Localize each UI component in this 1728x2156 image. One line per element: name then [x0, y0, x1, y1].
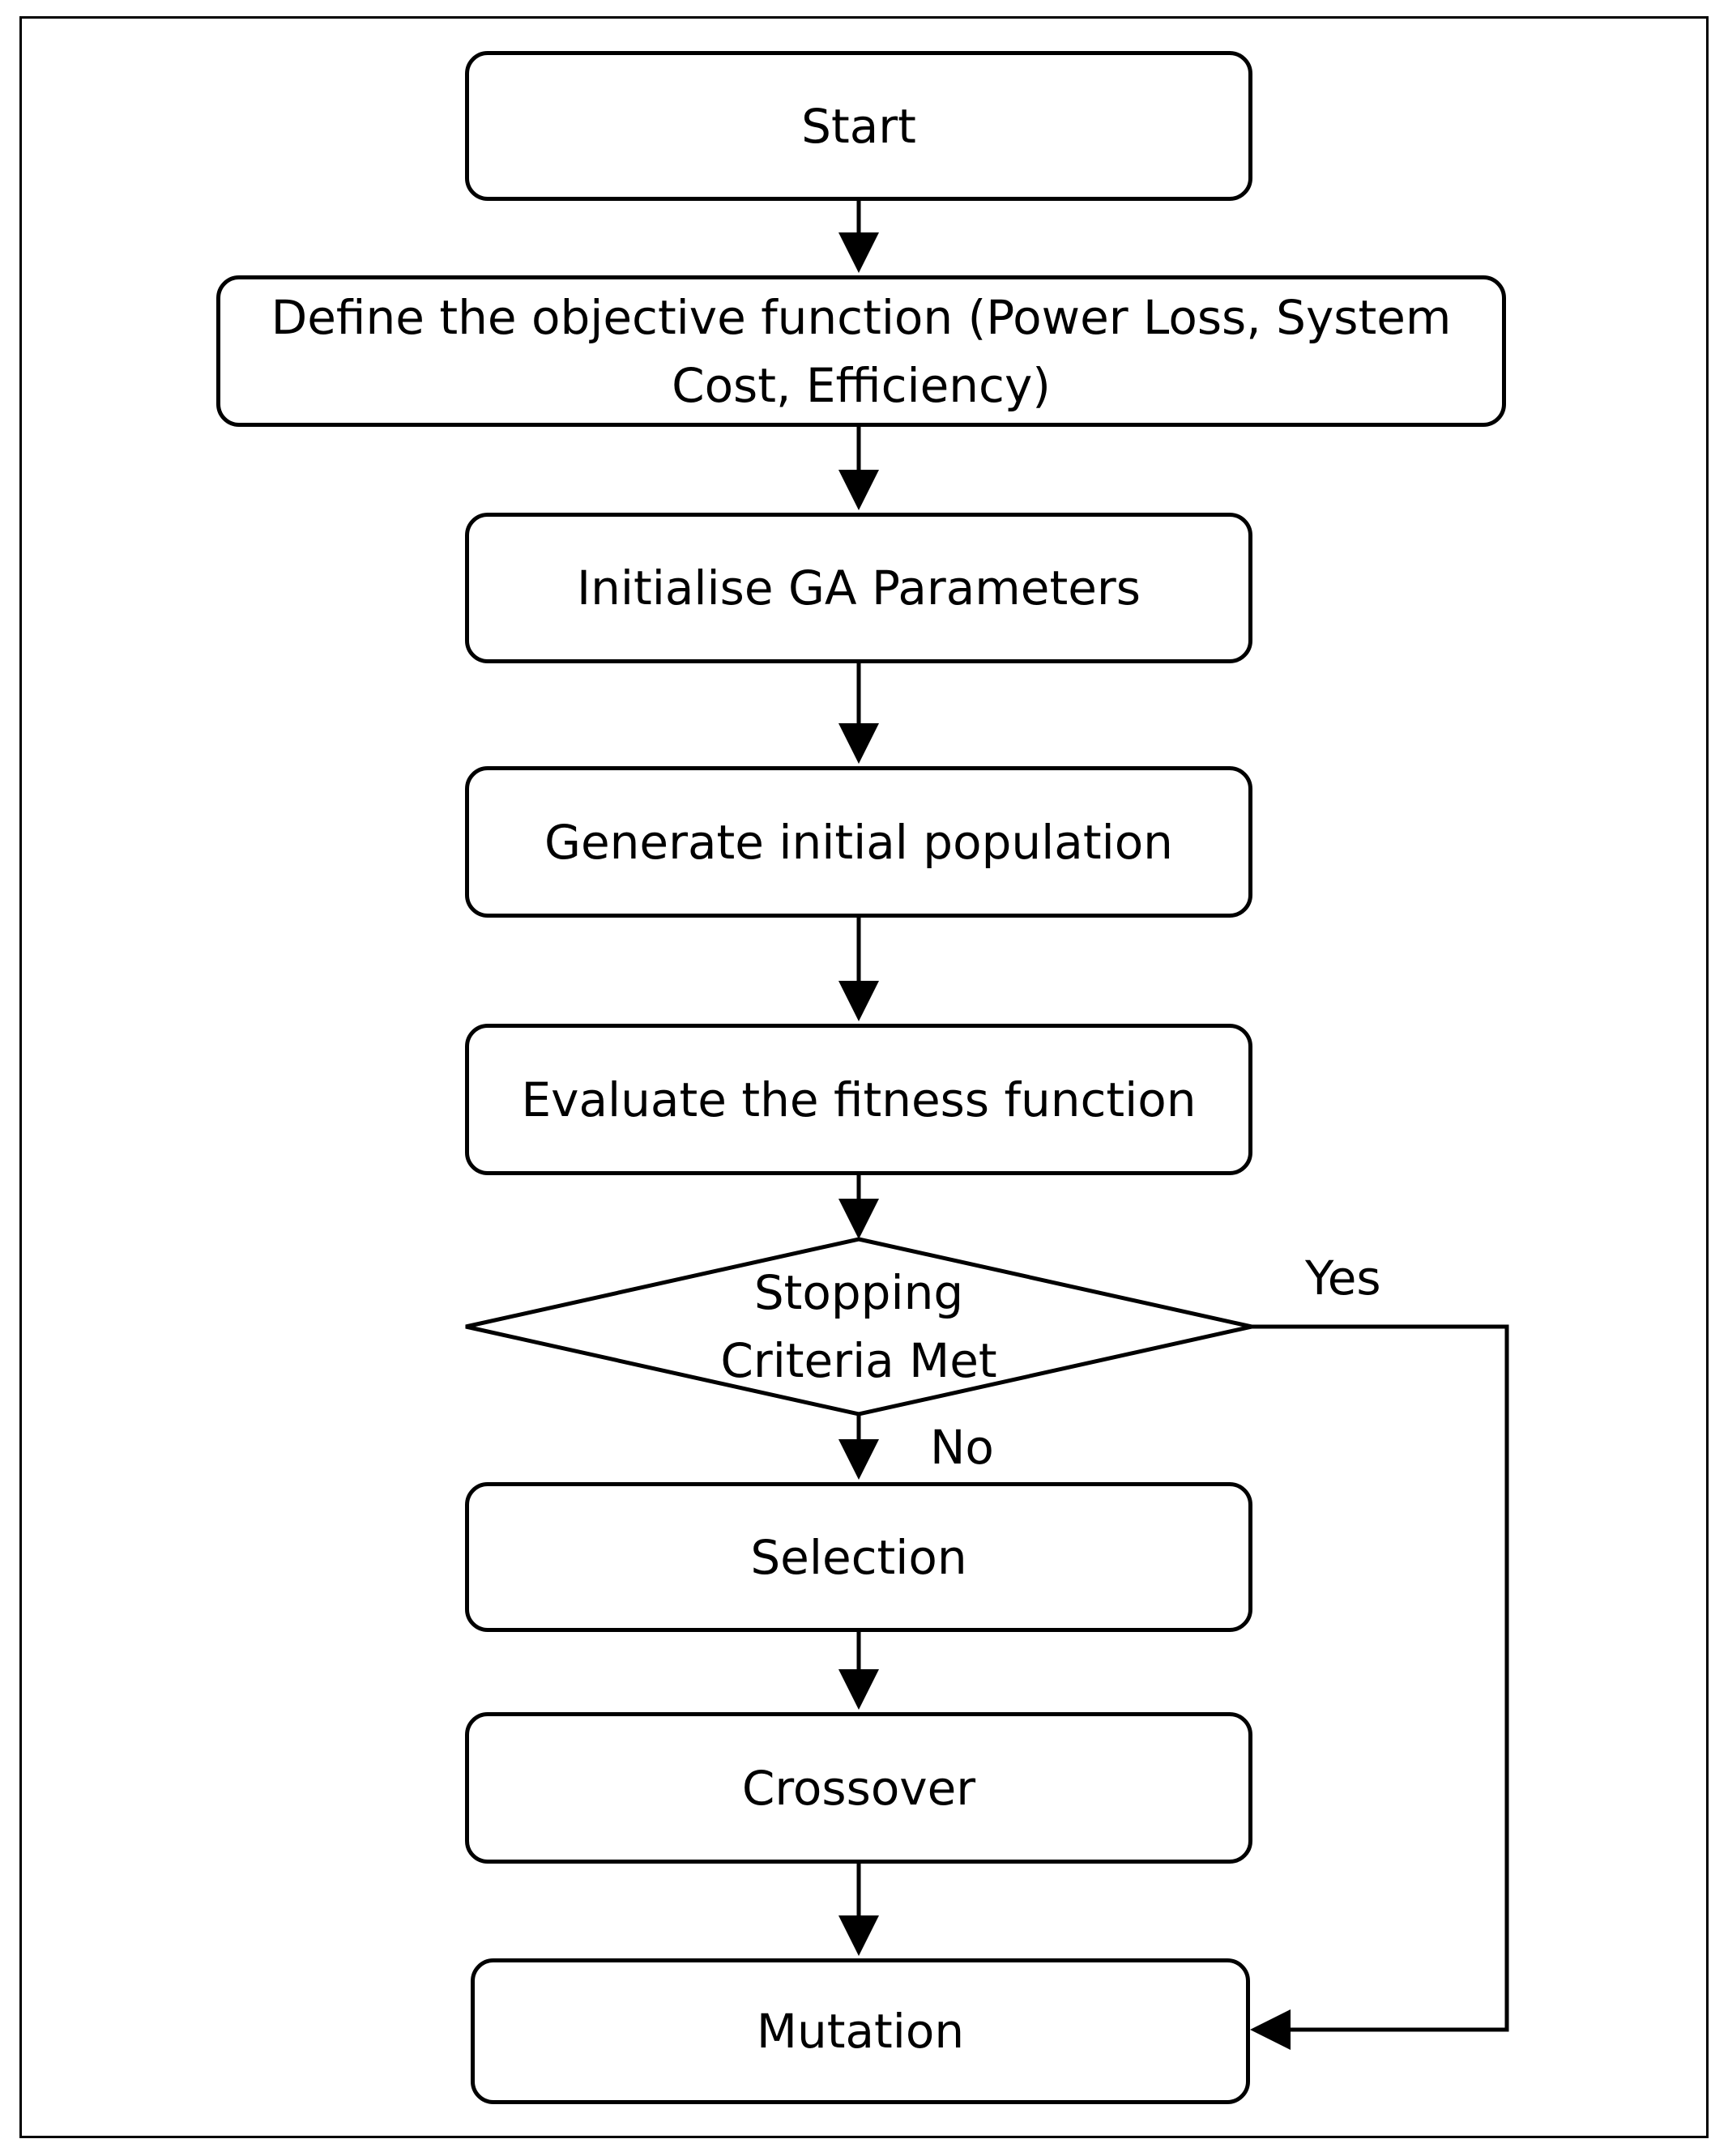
crossover-label: Crossover — [741, 1760, 976, 1816]
selection-node: Selection — [465, 1482, 1252, 1632]
generate-population-label: Generate initial population — [544, 814, 1173, 870]
mutation-label: Mutation — [756, 2004, 965, 2059]
start-node-label: Start — [801, 98, 916, 154]
arrow-yes-to-mutation — [1250, 1324, 1509, 2050]
selection-label: Selection — [750, 1529, 967, 1585]
no-label: No — [930, 1420, 994, 1475]
define-objective-label: Define the objective function (Power Los… — [271, 289, 1452, 413]
evaluate-fitness-node: Evaluate the fitness function — [465, 1024, 1252, 1175]
crossover-node: Crossover — [465, 1712, 1252, 1864]
initialise-params-node: Initialise GA Parameters — [465, 513, 1252, 663]
define-objective-node: Define the objective function (Power Los… — [216, 275, 1506, 427]
yes-label: Yes — [1305, 1251, 1381, 1306]
start-node: Start — [465, 51, 1252, 201]
diagram-frame — [19, 16, 1709, 2138]
evaluate-fitness-label: Evaluate the fitness function — [521, 1072, 1197, 1127]
decision-label: Stopping Criteria Met — [720, 1265, 997, 1388]
initialise-params-label: Initialise GA Parameters — [577, 560, 1141, 616]
mutation-node: Mutation — [471, 1958, 1250, 2104]
generate-population-node: Generate initial population — [465, 766, 1252, 918]
